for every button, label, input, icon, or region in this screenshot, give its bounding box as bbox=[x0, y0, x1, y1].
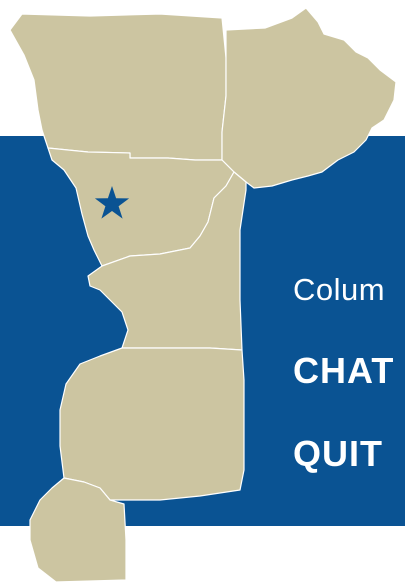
county-northeast bbox=[221, 7, 397, 189]
county-label-secondary: QUIT bbox=[293, 433, 383, 474]
region-label: Colum bbox=[293, 272, 386, 307]
county-south bbox=[59, 347, 245, 501]
county-label-primary: CHAT bbox=[293, 350, 395, 391]
county-central bbox=[87, 171, 247, 351]
star-icon bbox=[94, 186, 130, 219]
county-southwest bbox=[29, 477, 127, 583]
county-northwest bbox=[9, 13, 227, 161]
